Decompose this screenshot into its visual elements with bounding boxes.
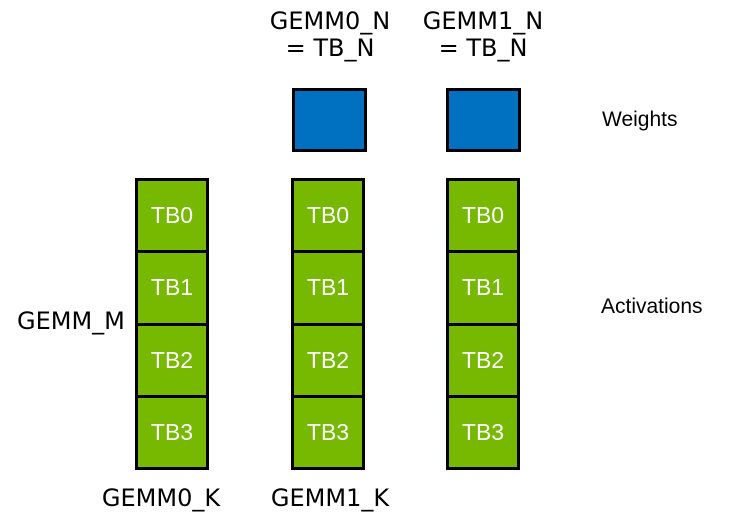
activation-column-1: TB0 TB1 TB2 TB3 <box>291 178 365 470</box>
tb-block: TB0 <box>449 181 517 251</box>
gemm1-n-label-line1: GEMM1_N <box>422 7 544 35</box>
tb-block: TB3 <box>138 394 206 467</box>
tb-block: TB0 <box>138 181 206 251</box>
gemm0-k-label: GEMM0_K <box>101 484 221 512</box>
tb-block: TB3 <box>449 394 517 467</box>
activation-column-2: TB0 TB1 TB2 TB3 <box>446 178 520 470</box>
tb-block: TB1 <box>449 250 517 323</box>
tb-block: TB1 <box>294 250 362 323</box>
gemm-m-label: GEMM_M <box>17 307 125 335</box>
weights-label: Weights <box>602 108 678 131</box>
gemm0-weight-square <box>292 88 367 152</box>
activation-column-0: TB0 TB1 TB2 TB3 <box>135 178 209 470</box>
gemm1-weight-square <box>446 88 521 152</box>
gemm0-n-label-line1: GEMM0_N <box>269 7 391 35</box>
gemm0-n-label-line2: = TB_N <box>285 34 375 62</box>
gemm1-n-label-line2: = TB_N <box>438 34 528 62</box>
tb-block: TB2 <box>138 322 206 395</box>
tb-block: TB1 <box>138 250 206 323</box>
gemm0-n-label: GEMM0_N = TB_N <box>268 8 392 62</box>
gemm1-k-label: GEMM1_K <box>270 484 390 512</box>
tb-block: TB2 <box>449 322 517 395</box>
gemm1-n-label: GEMM1_N = TB_N <box>421 8 545 62</box>
tb-block: TB0 <box>294 181 362 251</box>
tb-block: TB3 <box>294 394 362 467</box>
activations-label: Activations <box>601 295 703 318</box>
tb-block: TB2 <box>294 322 362 395</box>
